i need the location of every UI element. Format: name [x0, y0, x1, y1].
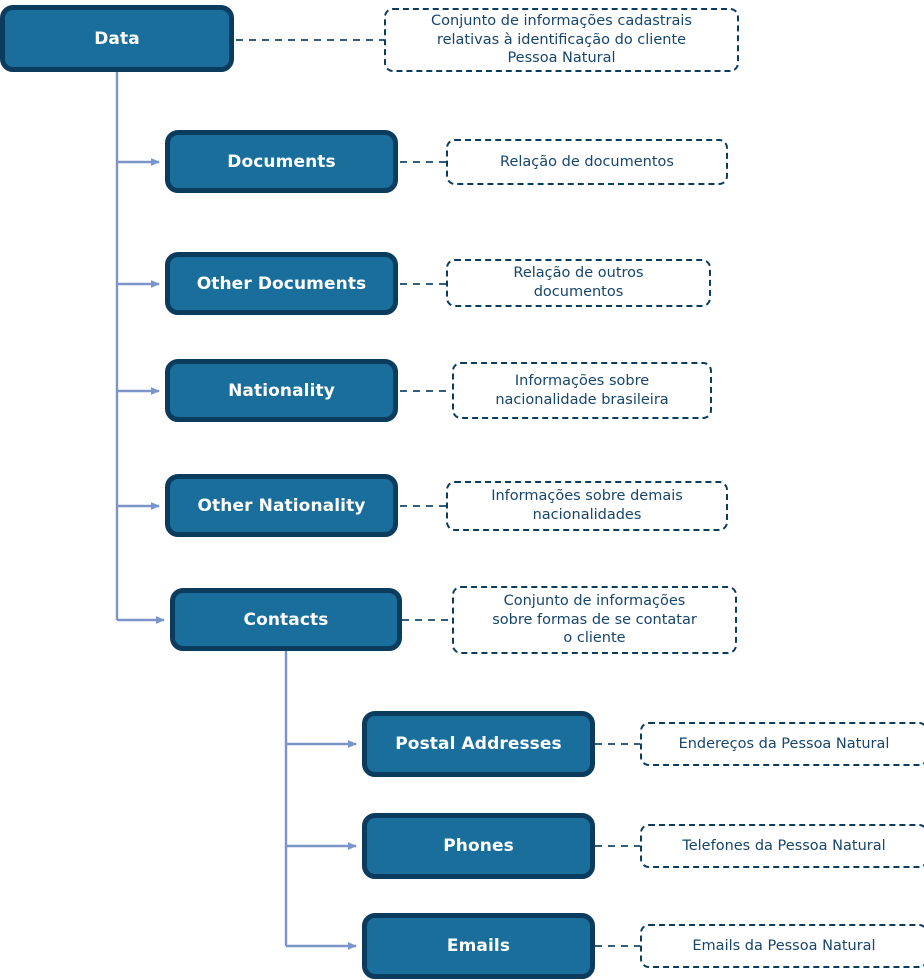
- node-label: Documents: [227, 151, 336, 172]
- callout-text: Telefones da Pessoa Natural: [682, 837, 886, 854]
- node-label: Contacts: [243, 609, 329, 630]
- node-label: Phones: [443, 836, 514, 856]
- callout-documents: Relação de documentos: [446, 139, 728, 185]
- callout-text: Conjunto de informações cadastrais relat…: [431, 13, 692, 67]
- node-label: Other Nationality: [197, 495, 366, 516]
- callout-text: Conjunto de informações sobre formas de …: [492, 593, 697, 647]
- node-label: Emails: [446, 936, 511, 956]
- node-emails[interactable]: Emails: [362, 913, 595, 979]
- callout-other-nationality: Informações sobre demais nacionalidades: [446, 481, 728, 531]
- node-phones[interactable]: Phones: [362, 813, 595, 879]
- callout-contacts: Conjunto de informações sobre formas de …: [452, 586, 737, 654]
- callout-text: Relação de outros documentos: [513, 265, 644, 300]
- node-other-documents[interactable]: Other Documents: [165, 252, 398, 315]
- callout-text: Informações sobre nacionalidade brasilei…: [495, 372, 669, 408]
- callout-text: Endereços da Pessoa Natural: [678, 735, 890, 752]
- node-other-nationality[interactable]: Other Nationality: [165, 474, 398, 537]
- node-label: Other Documents: [196, 273, 367, 294]
- callout-postal-addresses: Endereços da Pessoa Natural: [640, 722, 924, 766]
- callout-text: Emails da Pessoa Natural: [692, 937, 876, 954]
- node-label: Nationality: [228, 380, 335, 401]
- callout-text: Relação de documentos: [500, 153, 674, 170]
- callout-other-documents: Relação de outros documentos: [446, 259, 711, 307]
- node-label: Data: [94, 28, 140, 49]
- callout-text: Informações sobre demais nacionalidades: [491, 488, 683, 523]
- callout-phones: Telefones da Pessoa Natural: [640, 824, 924, 868]
- node-nationality[interactable]: Nationality: [165, 359, 398, 422]
- callout-data: Conjunto de informações cadastrais relat…: [384, 8, 739, 72]
- node-data[interactable]: Data: [0, 5, 234, 72]
- callout-nationality: Informações sobre nacionalidade brasilei…: [452, 362, 712, 419]
- callout-emails: Emails da Pessoa Natural: [640, 924, 924, 968]
- node-documents[interactable]: Documents: [165, 130, 398, 193]
- node-label: Postal Addresses: [395, 734, 562, 754]
- node-contacts[interactable]: Contacts: [170, 588, 402, 651]
- node-postal-addresses[interactable]: Postal Addresses: [362, 711, 595, 777]
